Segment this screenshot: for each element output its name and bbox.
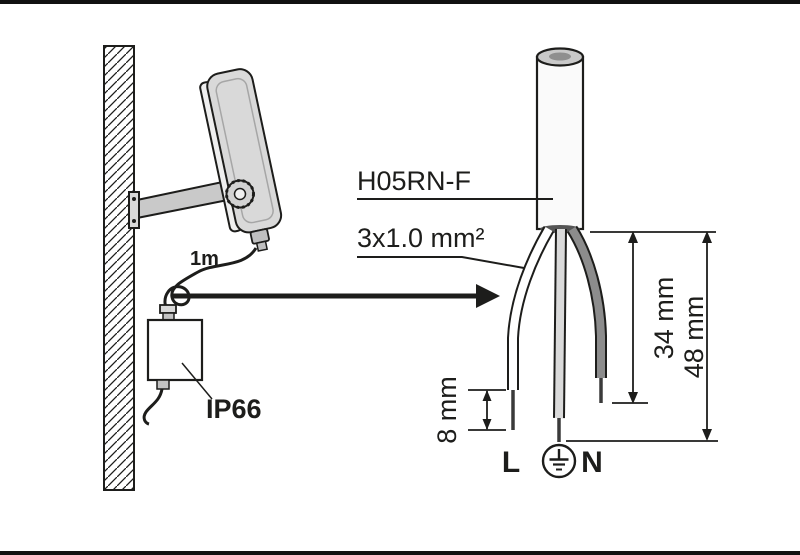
terminal-neutral-label: N xyxy=(581,446,603,479)
bracket-screw-icon xyxy=(132,197,136,201)
frame-top-line xyxy=(0,0,800,4)
cable-spec-leader-line xyxy=(357,256,525,269)
dim-arrow-up-icon xyxy=(702,231,712,243)
floodlight xyxy=(128,68,283,252)
dim-total-label: 48 mm xyxy=(679,296,709,379)
knurled-knob-ring xyxy=(225,179,255,209)
supply-cable xyxy=(163,247,258,313)
wire-neutral-insulation xyxy=(568,226,605,378)
right-arrow-icon xyxy=(172,284,500,308)
cable-gland xyxy=(249,228,270,245)
terminal-live-label: L xyxy=(502,446,520,479)
box-bottom-gland xyxy=(156,379,170,390)
ip66-leader-line xyxy=(181,362,213,400)
wire-neutral xyxy=(566,225,607,403)
cable-gland-nut xyxy=(255,240,269,252)
knurled-knob-center xyxy=(233,187,247,201)
dim-arrow-down-icon xyxy=(628,392,638,404)
box-top-gland xyxy=(159,304,177,314)
cable-type-label: H05RN-F xyxy=(357,166,471,196)
cable-sheath xyxy=(535,47,585,233)
frame-bottom-line xyxy=(0,551,800,555)
floodlight-housing-inner xyxy=(215,77,274,224)
bracket-screw-icon xyxy=(132,219,136,223)
junction-box xyxy=(142,304,204,426)
dim-mid-label: 34 mm xyxy=(649,277,679,360)
wall xyxy=(103,45,135,491)
dim-arrow-down-icon xyxy=(702,429,712,441)
earth-circle xyxy=(541,443,577,479)
wire-earth-insulation xyxy=(555,228,565,419)
sheath-top-core xyxy=(549,52,571,61)
floodlight-body xyxy=(199,68,283,252)
wall-bracket-plate xyxy=(128,191,140,229)
dim-arrow-down-icon xyxy=(482,419,492,430)
ip-rating-label: IP66 xyxy=(206,394,262,424)
arrow-head xyxy=(476,284,500,308)
dimension-strip-length: 8 mm xyxy=(432,376,506,444)
earth-ground-icon xyxy=(541,443,577,479)
sheath-body xyxy=(535,55,585,231)
dimension-total-length: 48 mm xyxy=(566,231,718,442)
wire-earth xyxy=(553,228,567,442)
wire-live xyxy=(507,225,555,430)
dim-arrow-up-icon xyxy=(482,390,492,401)
box-outlet-cable xyxy=(142,388,164,426)
cable-length-label: 1m xyxy=(190,248,219,270)
dim-arrow-up-icon xyxy=(628,231,638,243)
dimension-mid-length: 34 mm xyxy=(590,231,716,404)
dim-strip-label: 8 mm xyxy=(432,376,462,444)
cable-spec-label: 3x1.0 mm² xyxy=(357,223,485,253)
junction-box-body xyxy=(146,318,204,382)
wire-live-insulation xyxy=(509,226,553,390)
